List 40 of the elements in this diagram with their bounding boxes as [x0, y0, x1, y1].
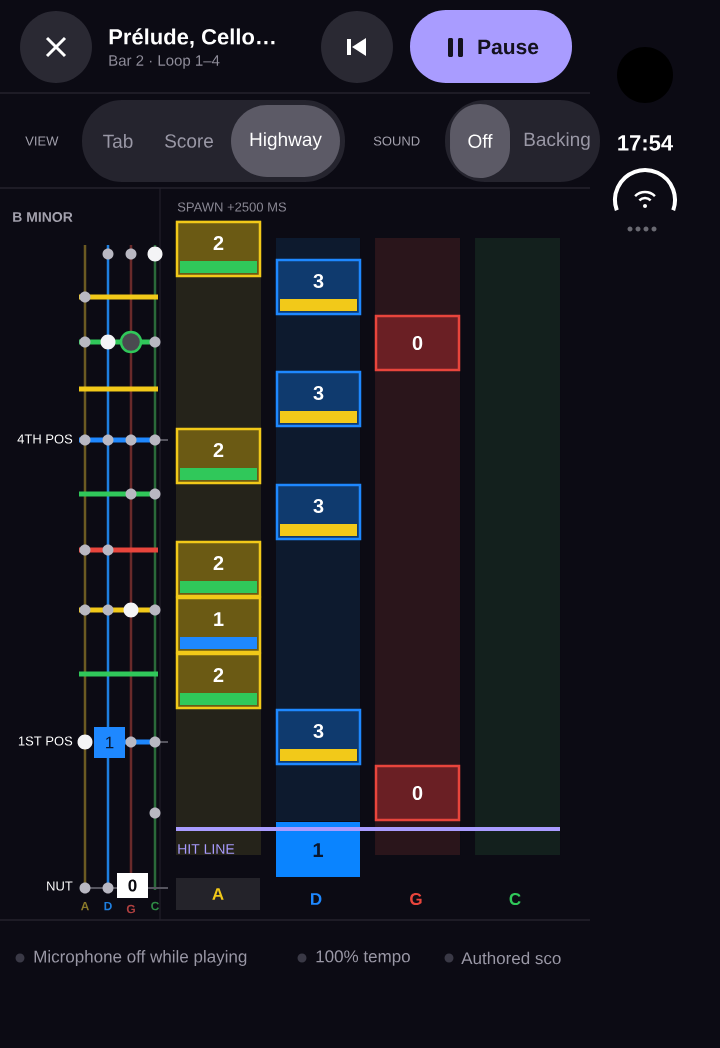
finger-box: 1	[94, 727, 125, 758]
subtitle-text: Bar 2 · Loop 1–4	[109, 55, 220, 69]
section-label: SOUND	[373, 136, 420, 146]
restart-button	[321, 11, 393, 83]
nut-label: NUT	[47, 881, 73, 891]
note-block: 2	[175, 540, 262, 598]
note-block: 2	[175, 427, 262, 485]
hit-note: 1	[276, 822, 360, 877]
note-block: 0	[374, 314, 461, 372]
key-label: B MINOR	[13, 212, 73, 222]
note-block: 2	[175, 652, 262, 710]
status-text: Authored sco	[461, 951, 561, 965]
note-block: 3	[275, 258, 362, 316]
note-block: 1	[175, 596, 262, 654]
status-text: Microphone off while playing	[34, 950, 247, 966]
position-label: 1ST POS	[18, 736, 73, 746]
note-block: 3	[275, 708, 362, 766]
clock-text: 17:54	[618, 135, 673, 151]
string-letter: A	[80, 901, 89, 911]
close-button	[20, 11, 92, 83]
lane-band	[475, 238, 560, 855]
selected-option: Off	[450, 104, 510, 178]
selected-tab: Highway	[231, 105, 340, 177]
spawn-label: SPAWN +2500 MS	[177, 202, 287, 212]
note-block: 0	[374, 764, 461, 822]
note-block: 3	[275, 370, 362, 428]
note-block: 3	[275, 483, 362, 541]
lane-letter: D	[311, 893, 322, 905]
section-label: VIEW	[25, 136, 59, 146]
finger-box: 0	[117, 873, 148, 898]
lane-button: A	[176, 878, 260, 910]
title-text: Prélude, Cello…	[109, 28, 275, 48]
lane-letter: G	[410, 893, 422, 906]
string-letter: D	[104, 901, 112, 911]
status-text: 100% tempo	[316, 950, 410, 966]
lane-letter: C	[509, 893, 521, 906]
string-letter: C	[151, 901, 159, 911]
hit-line-label: HIT LINE	[178, 844, 235, 854]
position-label: 4TH POS	[17, 434, 73, 444]
note-block: 2	[175, 220, 262, 278]
